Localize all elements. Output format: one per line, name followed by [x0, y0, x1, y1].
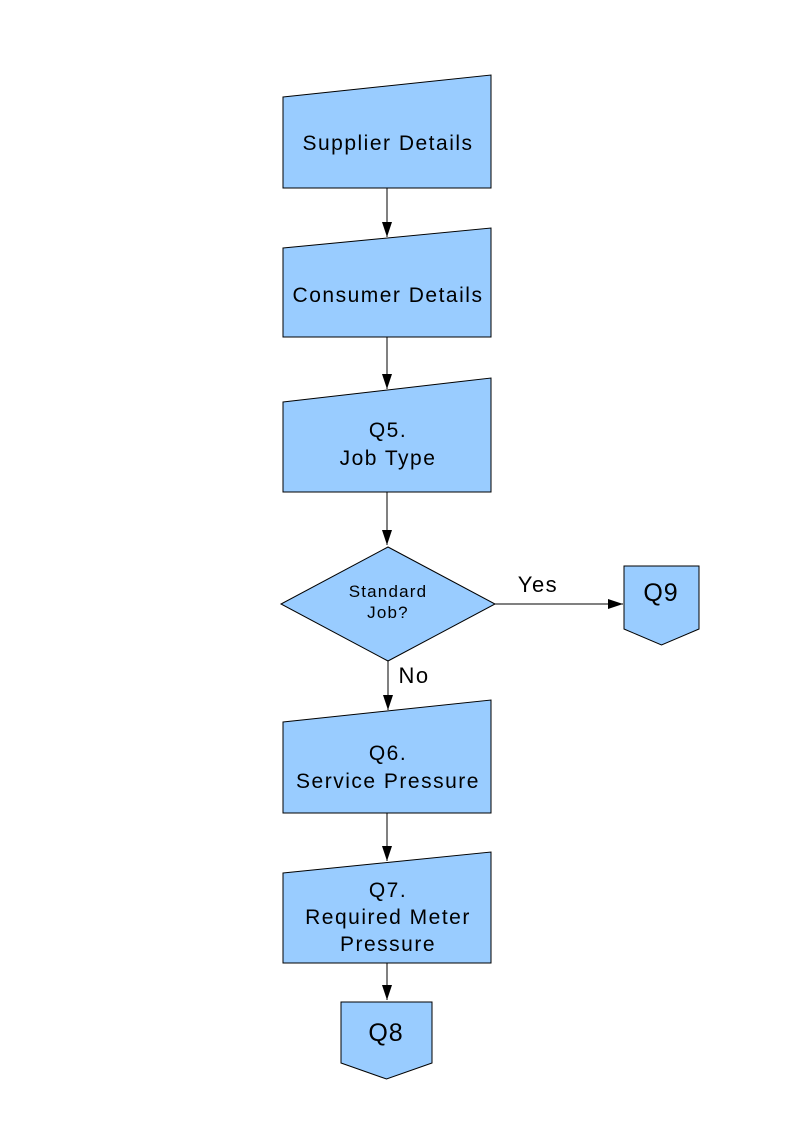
decision-label-line2: Job? [367, 603, 409, 622]
node-q8-connector: Q8 [340, 1001, 433, 1080]
node-supplier-details: Supplier Details [282, 74, 492, 189]
connector-label: Q9 [643, 579, 678, 607]
node-standard-job-decision: Standard Job? [279, 546, 497, 662]
node-q6-service-pressure: Q6. Service Pressure [282, 699, 492, 814]
manual-input-shape [282, 227, 492, 338]
node-label-line2: Job Type [340, 447, 437, 470]
off-page-connector-shape [623, 565, 700, 646]
decision-diamond-shape [279, 546, 497, 662]
manual-input-shape [282, 74, 492, 189]
node-label: Consumer Details [293, 284, 484, 307]
edge-decision-no-to-q6: No [383, 661, 429, 710]
manual-input-shape [282, 851, 492, 964]
edge-label-yes: Yes [518, 572, 558, 597]
manual-input-shape [282, 377, 492, 493]
edge-label-no: No [398, 663, 429, 688]
node-label-line3: Pressure [340, 933, 436, 956]
decision-label-line1: Standard [349, 582, 428, 601]
node-label-line1: Q6. [369, 742, 407, 765]
node-label-line1: Q5. [369, 419, 407, 442]
node-q5-job-type: Q5. Job Type [282, 377, 492, 493]
edge-decision-yes-to-q9: Yes [495, 572, 623, 609]
node-q7-required-meter-pressure: Q7. Required Meter Pressure [282, 851, 492, 964]
node-consumer-details: Consumer Details [282, 227, 492, 338]
node-label-line1: Q7. [369, 879, 407, 902]
off-page-connector-shape [340, 1001, 433, 1080]
node-q9-connector: Q9 [623, 565, 700, 646]
connector-label: Q8 [368, 1019, 403, 1047]
node-label-line2: Service Pressure [296, 770, 480, 793]
node-label-line2: Required Meter [305, 906, 471, 929]
manual-input-shape [282, 699, 492, 814]
node-label: Supplier Details [302, 132, 473, 155]
